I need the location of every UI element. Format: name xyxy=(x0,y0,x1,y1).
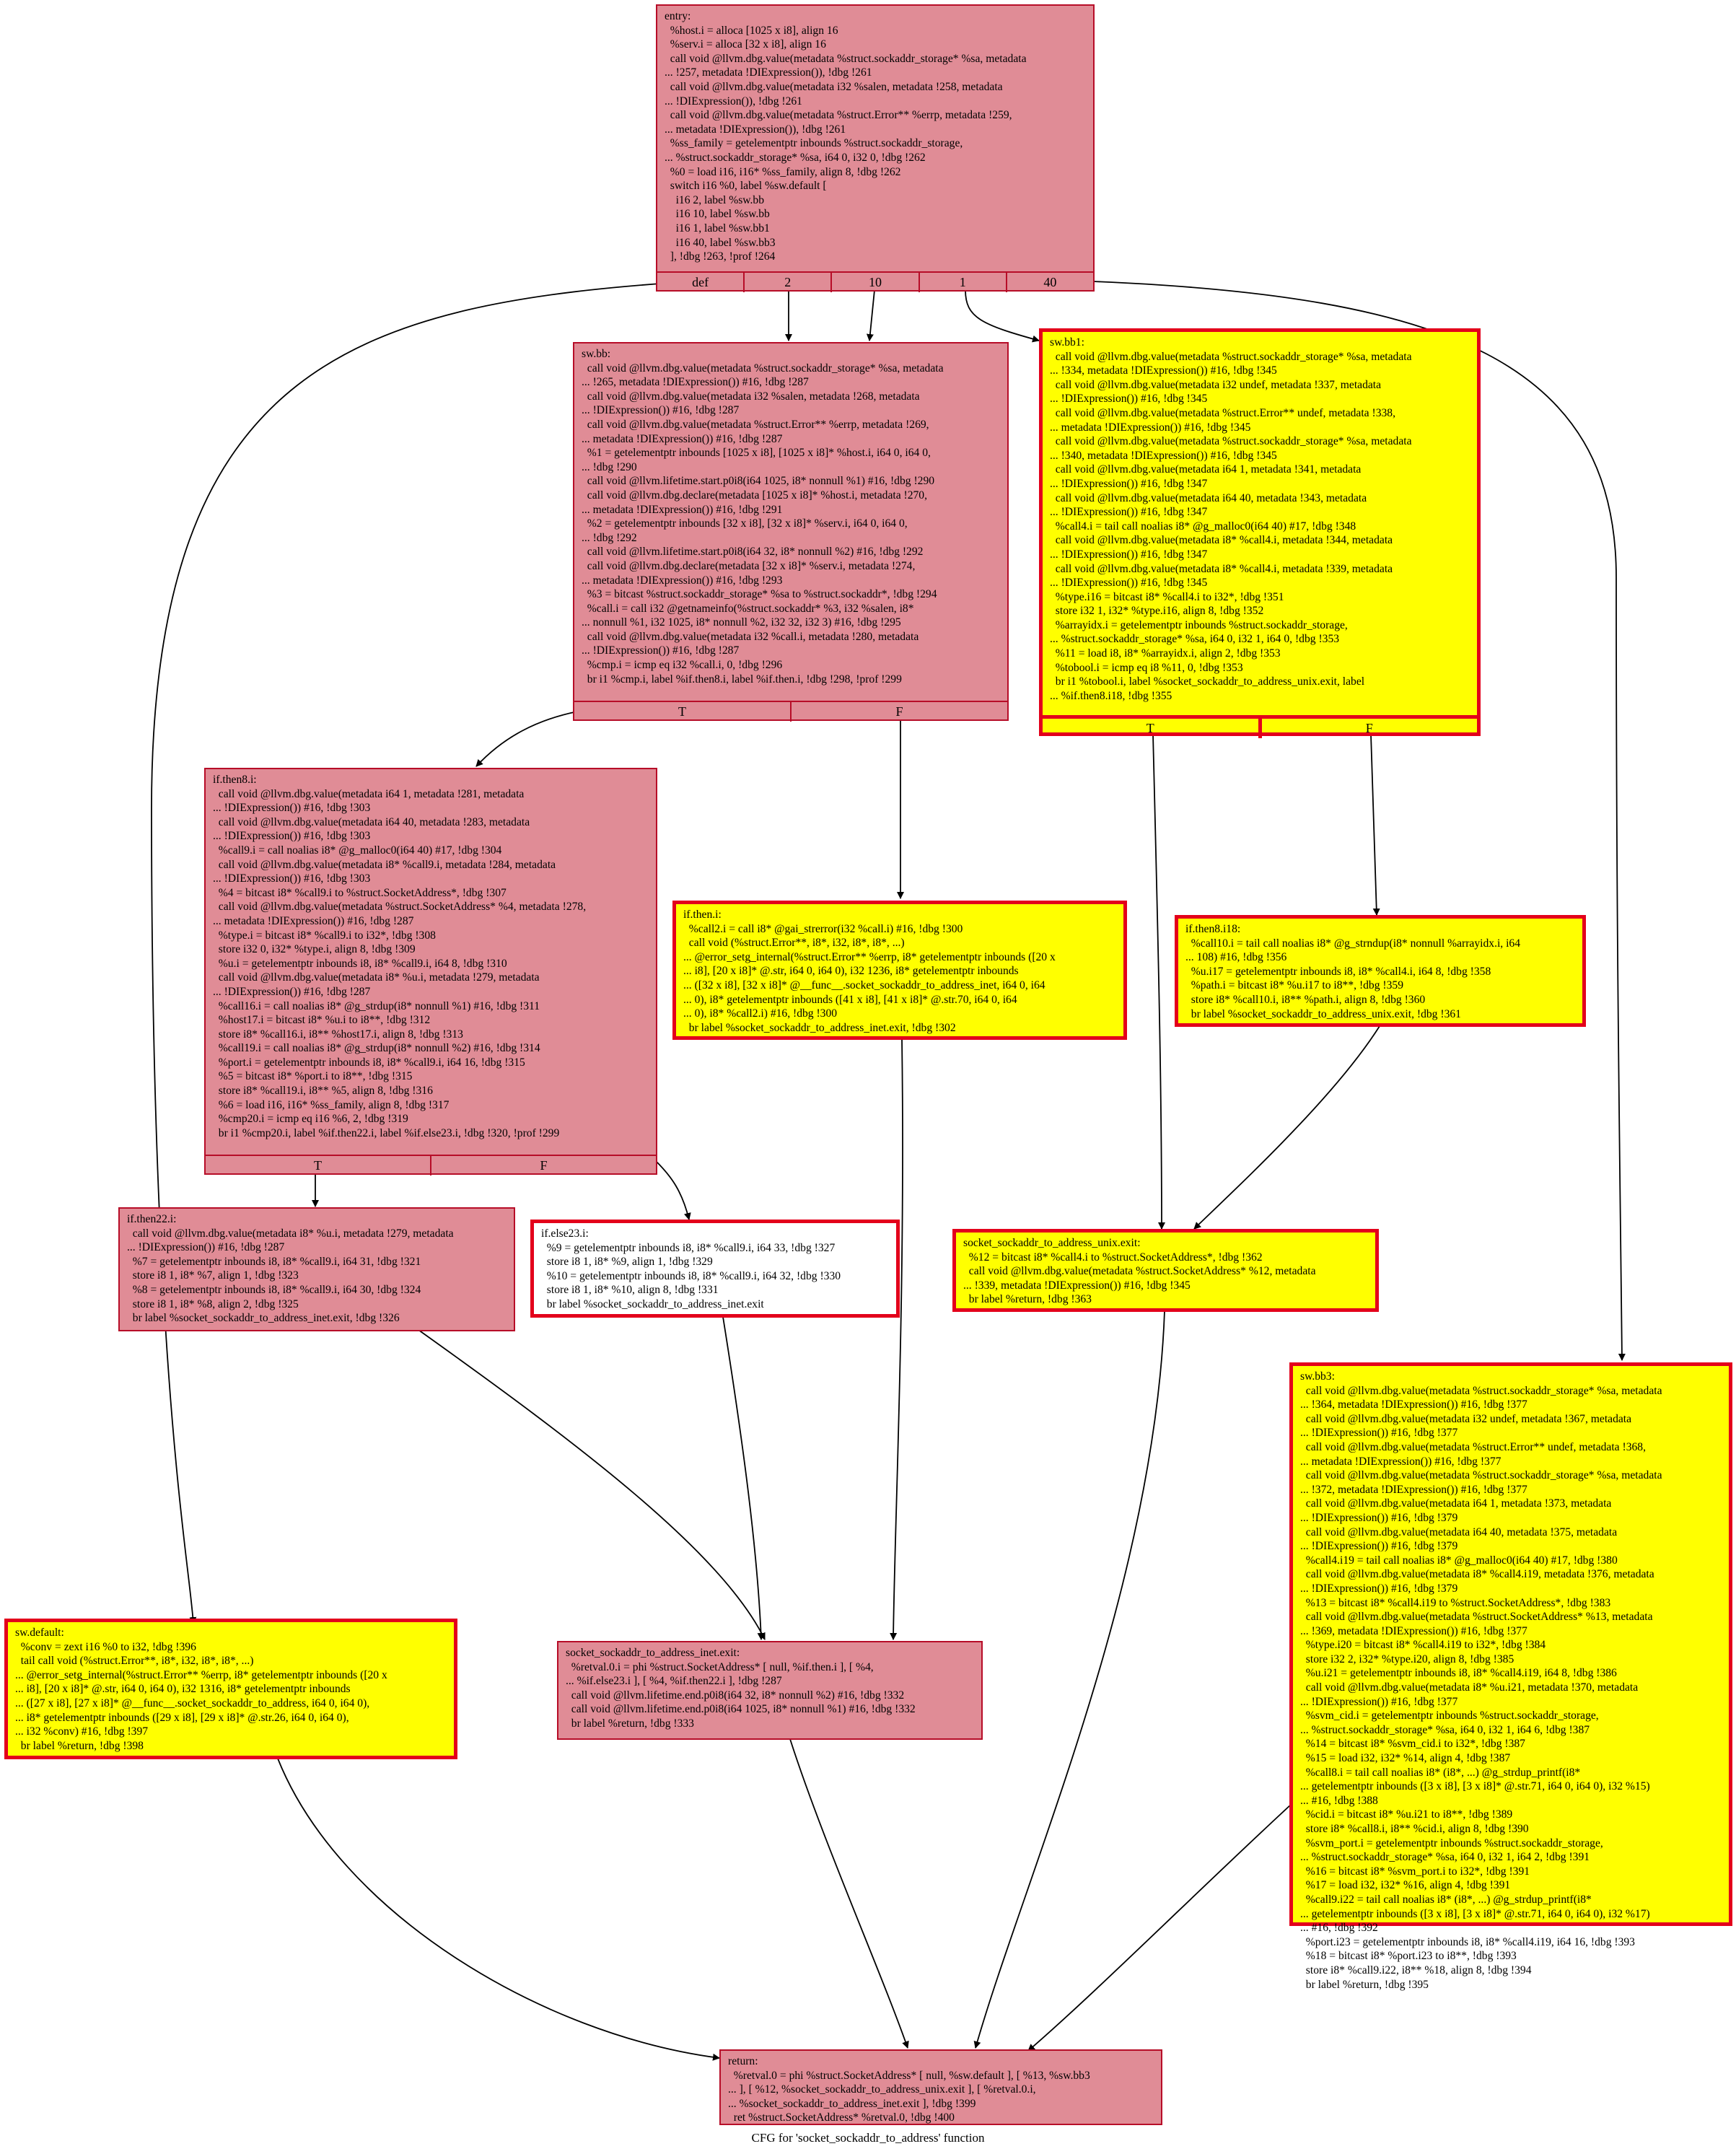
node-sw-bb[interactable]: sw.bb: call void @llvm.dbg.value(metadat… xyxy=(573,342,1009,722)
edge-entry-1-to-sw-bb1 xyxy=(965,289,1040,343)
node-if-then8-i-ports: T F xyxy=(206,1155,656,1175)
node-if-then8-i-code: if.then8.i: call void @llvm.dbg.value(me… xyxy=(213,774,587,1139)
edge-entry-default-to-sw-default xyxy=(151,281,692,1624)
node-if-then22-i-code: if.then22.i: call void @llvm.dbg.value(m… xyxy=(127,1213,454,1325)
node-entry-code: entry: %host.i = alloca [1025 x i8], ali… xyxy=(665,10,1027,263)
node-unix-exit-code: socket_sockaddr_to_address_unix.exit: %1… xyxy=(963,1237,1316,1306)
port-if-then8-i-true[interactable]: T xyxy=(314,1158,322,1173)
node-inet-exit[interactable]: socket_sockaddr_to_address_inet.exit: %r… xyxy=(557,1641,983,1740)
port-entry-10[interactable]: 10 xyxy=(830,273,918,292)
port-if-then8-i-false[interactable]: F xyxy=(430,1156,656,1175)
port-sw-bb1-false[interactable]: F xyxy=(1258,719,1478,738)
graph-caption: CFG for 'socket_sockaddr_to_address' fun… xyxy=(751,2131,985,2145)
node-entry-ports: def 2 10 1 40 xyxy=(657,271,1093,292)
node-unix-exit[interactable]: socket_sockaddr_to_address_unix.exit: %1… xyxy=(952,1229,1379,1312)
edge-if-then8-i18-to-unix-exit xyxy=(1193,1025,1380,1230)
port-sw-bb-true[interactable]: T xyxy=(678,704,686,719)
edge-sw-bb1-false-to-if-then8-i18 xyxy=(1370,734,1380,916)
port-entry-40[interactable]: 40 xyxy=(1005,273,1093,292)
node-entry[interactable]: entry: %host.i = alloca [1025 x i8], ali… xyxy=(656,4,1095,292)
node-sw-bb3-code: sw.bb3: call void @llvm.dbg.value(metada… xyxy=(1300,1370,1662,1991)
edge-if-then-i-to-inet-exit xyxy=(890,1038,903,1640)
edge-sw-default-to-return xyxy=(277,1758,720,2061)
port-entry-1[interactable]: 1 xyxy=(918,273,1006,292)
node-if-else23-i-code: if.else23.i: %9 = getelementptr inbounds… xyxy=(541,1227,841,1310)
node-sw-bb1[interactable]: sw.bb1: call void @llvm.dbg.value(metada… xyxy=(1039,328,1481,738)
port-sw-bb-false[interactable]: F xyxy=(790,702,1007,722)
port-entry-def[interactable]: def xyxy=(692,275,709,289)
node-sw-bb-ports: T F xyxy=(574,701,1007,722)
node-sw-default[interactable]: sw.default: %conv = zext i16 %0 to i32, … xyxy=(4,1619,457,1759)
node-sw-bb1-code: sw.bb1: call void @llvm.dbg.value(metada… xyxy=(1050,336,1412,702)
node-if-then-i-code: if.then.i: %call2.i = call i8* @gai_stre… xyxy=(683,909,1056,1034)
node-if-then8-i18-code: if.then8.i18: %call10.i = tail call noal… xyxy=(1185,923,1521,1020)
edge-entry-40-to-sw-bb3 xyxy=(1092,281,1626,1361)
node-sw-bb1-ports: T F xyxy=(1043,715,1477,738)
node-return-code: return: %retval.0 = phi %struct.SocketAd… xyxy=(728,2055,1090,2124)
node-sw-bb-code: sw.bb: call void @llvm.dbg.value(metadat… xyxy=(582,348,944,686)
node-if-then8-i18[interactable]: if.then8.i18: %call10.i = tail call noal… xyxy=(1175,915,1586,1027)
node-if-then-i[interactable]: if.then.i: %call2.i = call i8* @gai_stre… xyxy=(672,901,1127,1040)
node-if-then22-i[interactable]: if.then22.i: call void @llvm.dbg.value(m… xyxy=(118,1207,515,1331)
edge-if-else23-i-to-inet-exit xyxy=(722,1316,765,1640)
node-sw-default-code: sw.default: %conv = zext i16 %0 to i32, … xyxy=(15,1627,387,1752)
node-if-then8-i[interactable]: if.then8.i: call void @llvm.dbg.value(me… xyxy=(204,768,657,1175)
node-return[interactable]: return: %retval.0 = phi %struct.SocketAd… xyxy=(719,2049,1162,2125)
edge-unix-exit-to-return xyxy=(973,1310,1165,2049)
node-sw-bb3[interactable]: sw.bb3: call void @llvm.dbg.value(metada… xyxy=(1289,1362,1732,1991)
edge-inet-exit-to-return xyxy=(789,1738,909,2049)
edge-sw-bb1-true-to-unix-exit xyxy=(1152,734,1165,1230)
port-sw-bb1-true[interactable]: T xyxy=(1146,721,1154,735)
edge-sw-bb3-to-return xyxy=(1027,1803,1292,2052)
node-if-else23-i[interactable]: if.else23.i: %9 = getelementptr inbounds… xyxy=(530,1220,900,1318)
edge-if-then22-i-to-inet-exit xyxy=(418,1329,766,1640)
port-entry-2[interactable]: 2 xyxy=(743,273,830,292)
edge-if-then8-i-false-to-if-else23-i xyxy=(656,1161,691,1220)
node-inet-exit-code: socket_sockaddr_to_address_inet.exit: %r… xyxy=(566,1647,916,1730)
edge-entry-10-to-sw-bb xyxy=(866,289,875,341)
